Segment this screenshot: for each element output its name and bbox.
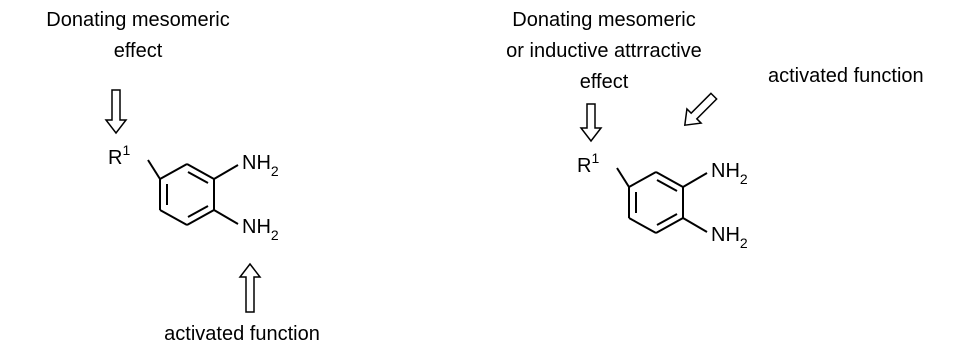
right-effect-label-line3: effect (580, 71, 629, 93)
left-ring-bond-1 (159, 163, 188, 180)
left-bond-r1 (147, 159, 161, 180)
right-activated-arrow-group (683, 92, 718, 127)
right-activated-label: activated function (768, 65, 924, 87)
left-ring-double-bond-b (187, 171, 209, 184)
right-ring-double-bond-c (656, 213, 678, 226)
right-ring-bond-1 (628, 171, 657, 188)
right-bond-r1 (616, 167, 630, 188)
right-activated-arrow-icon (683, 92, 718, 127)
left-bond-nh2-top (213, 164, 239, 180)
left-amine-top: NH2 (242, 152, 279, 179)
right-effect-arrow-icon (579, 103, 603, 143)
left-ring-bond-2 (186, 163, 215, 180)
right-bond-nh2-bottom (682, 217, 708, 233)
left-scheme: Donating mesomeric effect R1 NH2 (46, 9, 320, 345)
right-ring-bond-5 (628, 217, 657, 234)
right-scheme: Donating mesomeric or inductive attrract… (506, 9, 923, 251)
right-effect-label-line2: or inductive attrractive (506, 40, 702, 62)
left-effect-label-line2: effect (114, 40, 163, 62)
right-benzene-ring (616, 167, 708, 234)
left-amine-bottom: NH2 (242, 216, 279, 243)
right-amine-bottom: NH2 (711, 224, 748, 251)
right-effect-label-line1: Donating mesomeric (512, 9, 695, 31)
left-benzene-ring (147, 159, 239, 226)
right-ring-double-bond-b (656, 179, 678, 192)
left-effect-label-line1: Donating mesomeric (46, 9, 229, 31)
left-bond-nh2-bottom (213, 209, 239, 225)
left-ring-double-bond-c (187, 205, 209, 218)
left-effect-arrow-icon (104, 89, 128, 135)
right-amine-top: NH2 (711, 160, 748, 187)
right-bond-nh2-top (682, 172, 708, 188)
left-ring-bond-4 (186, 209, 215, 226)
left-activated-label: activated function (164, 323, 320, 345)
left-ring-bond-5 (159, 209, 188, 226)
right-ring-bond-2 (655, 171, 684, 188)
right-substituent-r1: R1 (577, 150, 599, 177)
right-ring-bond-4 (655, 217, 684, 234)
left-activated-arrow-icon (238, 262, 262, 313)
left-substituent-r1: R1 (108, 142, 130, 169)
